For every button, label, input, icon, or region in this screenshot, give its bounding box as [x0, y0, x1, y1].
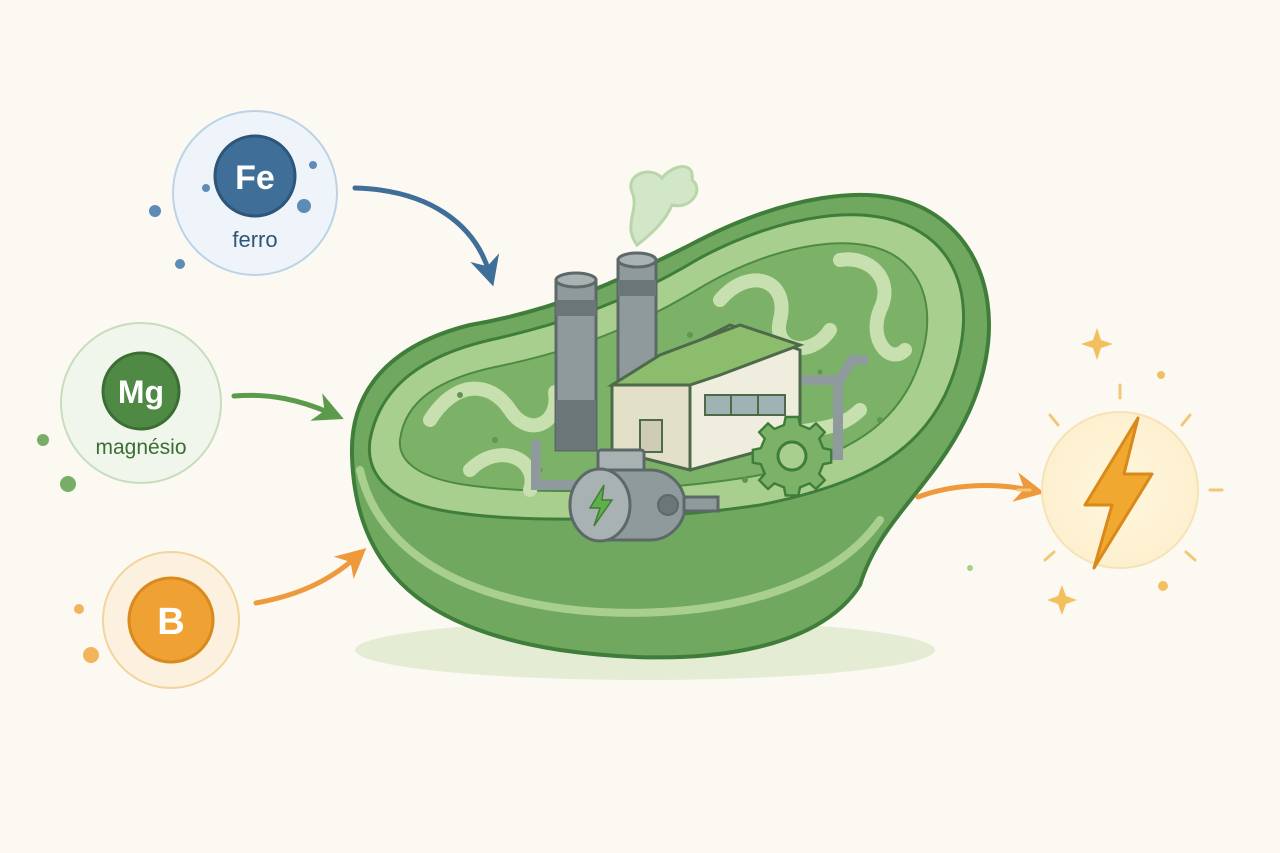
- chimney-left: [554, 271, 598, 452]
- nutrient-b: B: [74, 551, 240, 689]
- arrow-b-to-mitochondrion: [253, 548, 367, 606]
- fe-label: ferro: [232, 227, 277, 252]
- sparkle-icon: [1047, 585, 1077, 615]
- smoke-plume: [629, 165, 699, 248]
- b-particle: [83, 647, 99, 663]
- b-particle: [74, 604, 84, 614]
- b-symbol: B: [157, 601, 184, 643]
- mg-particle: [37, 434, 49, 446]
- fe-atom: [213, 134, 297, 218]
- energy-rays: [1016, 383, 1224, 562]
- mg-symbol: Mg: [118, 374, 164, 410]
- mg-label: magnésio: [95, 436, 186, 459]
- fe-particle: [175, 259, 185, 269]
- membrane-rim: [356, 466, 884, 617]
- atp-factory: [531, 165, 868, 543]
- arrow-to-energy: [915, 472, 1045, 502]
- arrow-mg-to-mitochondrion: [231, 392, 344, 421]
- energy-particle: [1158, 581, 1168, 591]
- nutrient-fe: Fe ferro: [149, 110, 338, 276]
- pipe-outlet: [835, 355, 868, 383]
- fe-particle: [202, 184, 210, 192]
- arrow-fe-to-mitochondrion: [352, 185, 500, 287]
- generator: [568, 448, 720, 543]
- lightning-bolt-icon: [1083, 416, 1154, 570]
- factory-door: [639, 419, 663, 453]
- fe-particle: [149, 205, 161, 217]
- nutrient-mg: Mg magnésio: [37, 322, 222, 492]
- factory-roof: [606, 323, 805, 387]
- fe-particle: [297, 199, 311, 213]
- fe-symbol: Fe: [235, 159, 275, 197]
- mg-atom: [101, 351, 181, 431]
- energy-particle: [1157, 371, 1165, 379]
- energy-output: [967, 328, 1224, 615]
- b-atom: [127, 576, 215, 664]
- energy-particle: [967, 565, 973, 571]
- gear-icon: [751, 415, 833, 497]
- fe-particle: [309, 161, 317, 169]
- factory-windows: [704, 394, 786, 416]
- sparkle-icon: [1081, 328, 1113, 360]
- pipe-left: [531, 440, 590, 490]
- generator-bolt-icon: [588, 484, 614, 527]
- mg-particle: [60, 476, 76, 492]
